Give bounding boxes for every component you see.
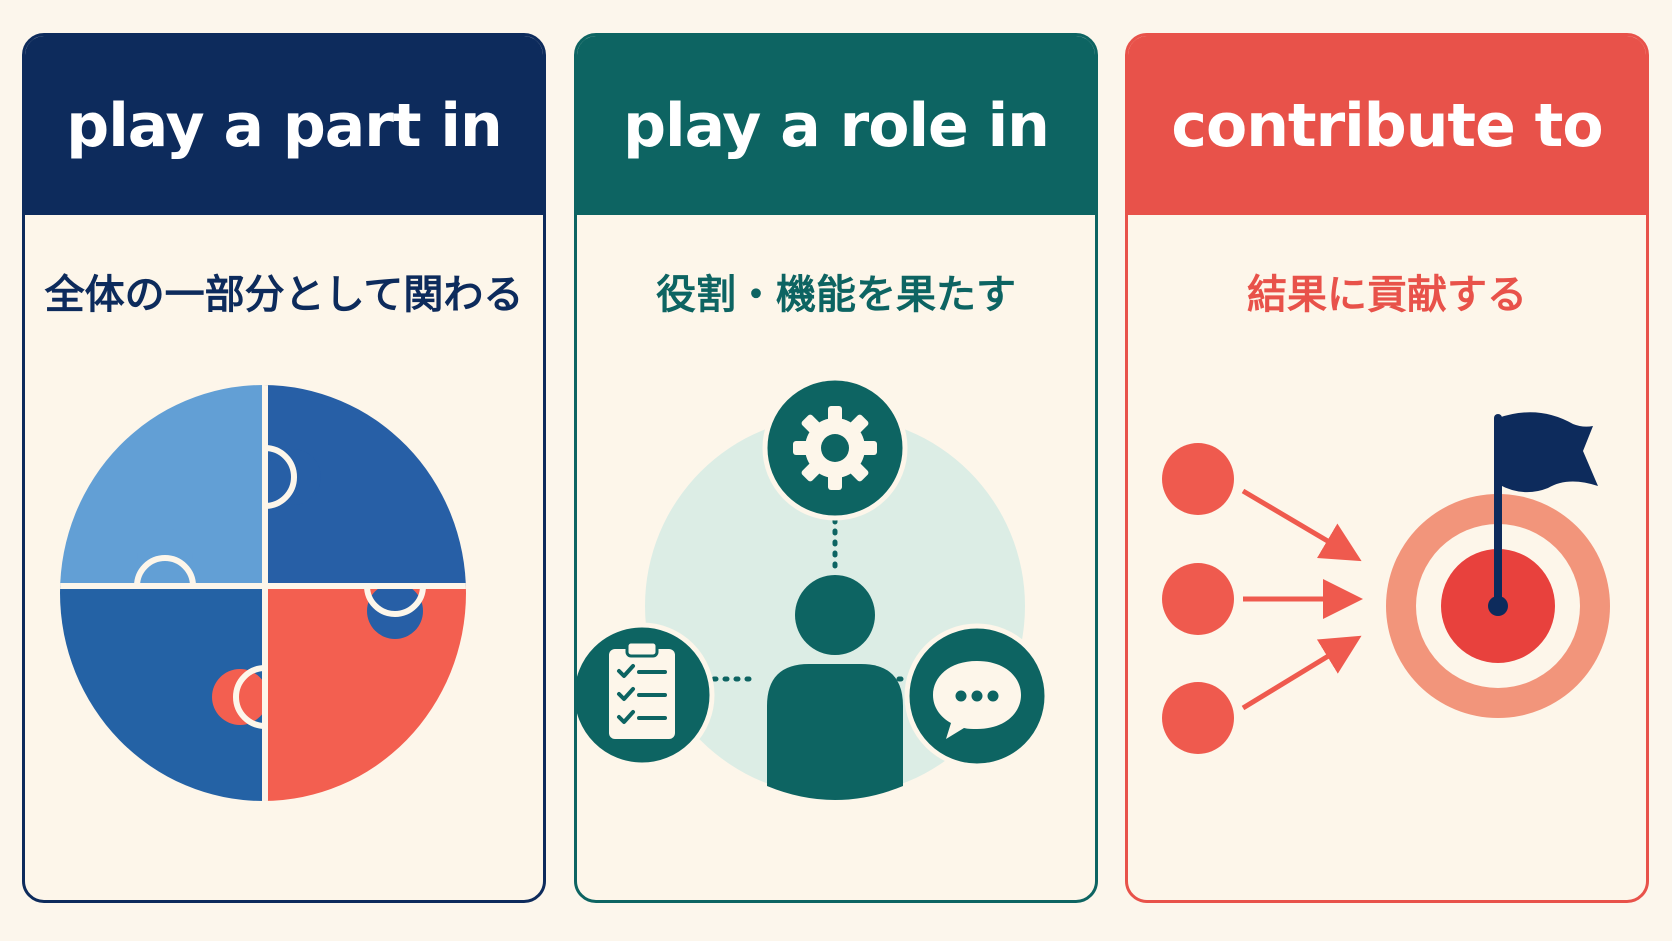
source-dot [1162,682,1234,754]
puzzle-icon [60,385,466,801]
card-play-a-role-in: play a role in 役割・機能を果たす [574,33,1098,903]
clipboard-icon [577,622,715,768]
card-title: play a role in [577,36,1095,215]
card-contribute-to: contribute to 結果に貢献する [1125,33,1649,903]
card-play-a-part-in: play a part in 全体の一部分として関わる [22,33,546,903]
card-title: contribute to [1128,36,1646,215]
arrow [1241,488,1362,562]
puzzle-knob [212,669,268,725]
card-subtitle: 役割・機能を果たす [656,272,1016,318]
person-role-icon [577,375,1050,800]
arrow [1241,635,1362,711]
card-subtitle: 全体の一部分として関わる [44,272,524,318]
contribute-illustration [1128,366,1646,896]
speech-bubble-icon [904,623,1050,769]
target-flag-icon [1162,412,1610,754]
card-title: play a part in [25,36,543,215]
puzzle-illustration [25,366,543,896]
gear-icon [762,375,908,521]
flag-icon [1488,412,1598,616]
card-subtitle: 結果に貢献する [1247,272,1527,318]
source-dot [1162,443,1234,515]
source-dot [1162,563,1234,635]
role-illustration [577,366,1095,896]
person-icon [767,575,903,800]
